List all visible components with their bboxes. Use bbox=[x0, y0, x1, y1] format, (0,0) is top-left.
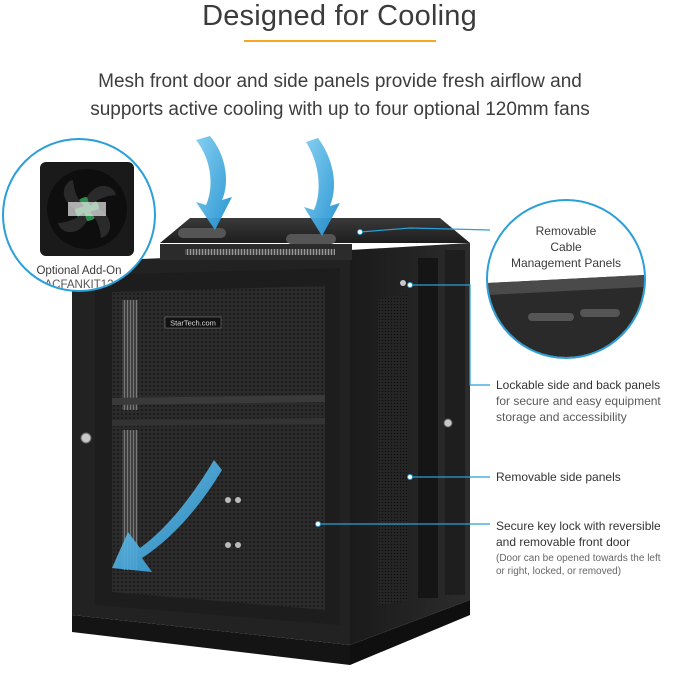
cable-panel-label-1: Removable bbox=[535, 224, 597, 238]
top-fan-vent-left bbox=[178, 228, 226, 238]
feature-key-lock-line-1: Secure key lock with reversible bbox=[496, 519, 661, 533]
rack-screw-holes bbox=[225, 497, 241, 548]
feature-side-panels: Removable side panels bbox=[496, 469, 679, 485]
feature-key-lock: Secure key lock with reversible and remo… bbox=[496, 518, 679, 578]
top-fan-vent-right bbox=[286, 234, 336, 244]
feature-key-lock-note-2: or right, locked, or removed) bbox=[496, 566, 622, 577]
fan-addon-part-number: ACFANKIT12 bbox=[44, 279, 114, 291]
feature-side-panels-title: Removable side panels bbox=[496, 470, 621, 484]
subtitle-line-1: Mesh front door and side panels provide … bbox=[98, 71, 582, 92]
feature-lockable-title: Lockable side and back panels bbox=[496, 378, 661, 392]
rack-base bbox=[72, 615, 350, 665]
cable-panel-callout: Removable Cable Management Panels bbox=[486, 199, 646, 359]
airflow-arrow-door bbox=[112, 460, 222, 572]
rack-base-side bbox=[350, 600, 470, 665]
rack-top-lid bbox=[160, 218, 470, 243]
brand-badge: StarTech.com bbox=[170, 319, 216, 328]
side-panel-edge-2 bbox=[445, 250, 465, 595]
title-underline bbox=[244, 40, 436, 42]
callout-dots bbox=[315, 229, 413, 527]
feature-key-lock-line-2: and removable front door bbox=[496, 535, 631, 549]
callout-lines bbox=[318, 227, 491, 525]
side-panel-edge bbox=[418, 258, 438, 598]
interior-shelf bbox=[112, 395, 325, 405]
fan-addon-label: Optional Add-On bbox=[36, 265, 122, 277]
side-mesh-strip bbox=[378, 295, 408, 606]
door-key-lock bbox=[80, 432, 92, 444]
side-panel-screw bbox=[400, 280, 406, 286]
interior-vent-strip-2 bbox=[122, 430, 138, 570]
cable-panel-label-2: Cable bbox=[550, 240, 582, 254]
fan-addon-callout: Optional Add-On ACFANKIT12 bbox=[2, 138, 156, 292]
interior-shelf-2 bbox=[112, 418, 325, 426]
airflow-arrow-right bbox=[304, 138, 340, 236]
airflow-arrow-left bbox=[196, 136, 232, 230]
feature-lockable-line-2: for secure and easy equipment bbox=[496, 394, 661, 408]
feature-lockable-panels: Lockable side and back panels for secure… bbox=[496, 377, 679, 425]
subtitle: Mesh front door and side panels provide … bbox=[40, 68, 640, 124]
front-top-vent bbox=[185, 249, 335, 255]
fan-icon bbox=[40, 162, 134, 256]
side-panel-lock bbox=[443, 418, 453, 428]
interior-vent-strip bbox=[122, 300, 138, 410]
feature-lockable-line-3: storage and accessibility bbox=[496, 410, 627, 424]
page-title: Designed for Cooling bbox=[202, 0, 477, 32]
subtitle-line-2: supports active cooling with up to four … bbox=[90, 99, 590, 120]
brand-badge-bg bbox=[164, 316, 222, 329]
feature-key-lock-note-1: (Door can be opened towards the left bbox=[496, 553, 661, 564]
cable-panel-closeup bbox=[488, 275, 644, 357]
cable-panel-label-3: Management Panels bbox=[510, 256, 622, 270]
